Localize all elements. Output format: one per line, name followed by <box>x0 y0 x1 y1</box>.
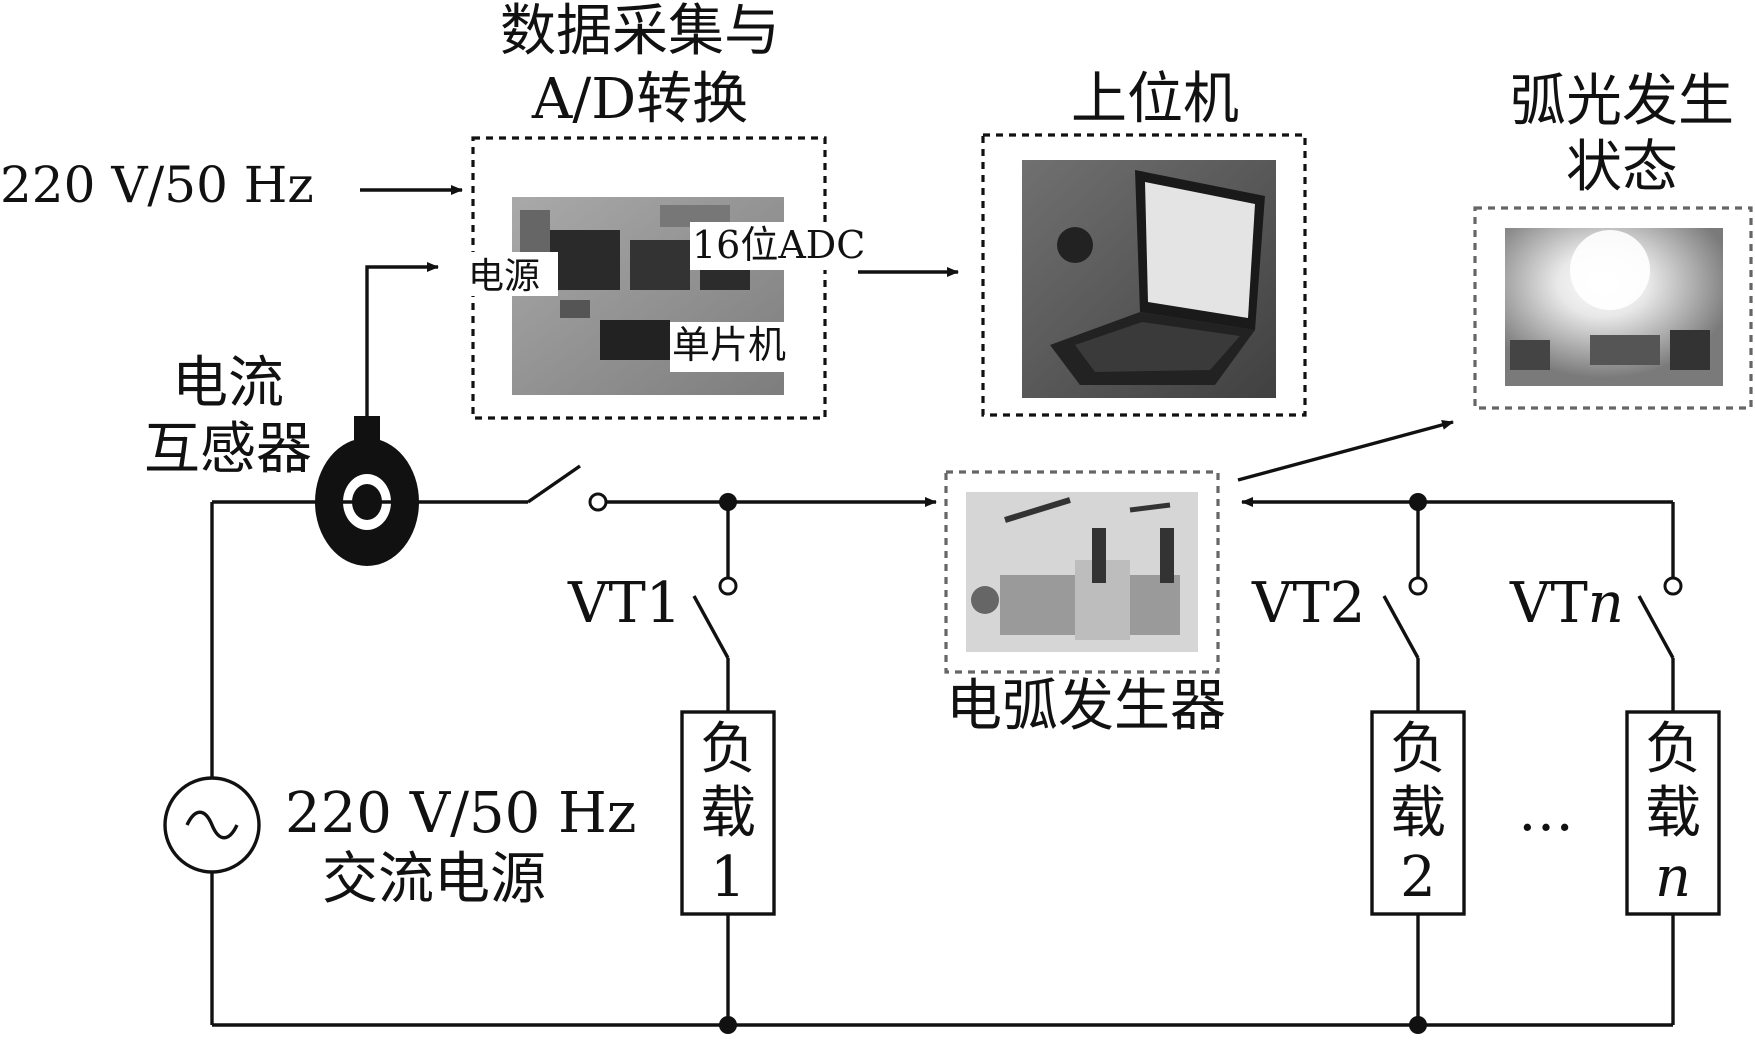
adc-label-bg <box>690 222 860 270</box>
load-1-box <box>680 710 776 916</box>
host-computer-title: 上位机 <box>1071 67 1239 132</box>
load-n-line3: n <box>1655 845 1691 910</box>
adc-label: 16位ADC <box>692 223 865 267</box>
load-2-box <box>1370 710 1466 916</box>
arc-generator-box <box>944 470 1220 674</box>
load-n-line1: 负 <box>1645 717 1701 782</box>
ac-source-symbol <box>163 776 261 874</box>
arc-state-box <box>1473 206 1753 410</box>
load-n-box <box>1625 710 1721 916</box>
main-switch-contact <box>588 492 608 512</box>
vtn-label-prefix: VT <box>1509 571 1588 636</box>
ct-signal-wire <box>365 262 439 416</box>
arc-generator-photo <box>966 492 1198 652</box>
ct-label-line2: 互感器 <box>144 417 312 482</box>
arc-generator-label: 电弧发生器 <box>946 674 1226 739</box>
vt2-contact <box>1408 576 1428 596</box>
laptop-photo <box>1022 160 1276 398</box>
vt2-label: VT2 <box>1251 571 1365 636</box>
load-n-line2: 载 <box>1645 781 1701 846</box>
load-1-line1: 负 <box>700 717 756 782</box>
vt1-blade <box>692 595 730 659</box>
vt1-contact <box>718 576 738 596</box>
generator-to-state-arrow <box>1237 420 1454 482</box>
load-1-line3: 1 <box>710 845 746 910</box>
mcu-label-bg <box>670 322 810 372</box>
arc-state-title-line1: 弧光发生 <box>1510 69 1734 134</box>
vtn-blade <box>1637 595 1675 659</box>
ct-label-line1: 电流 <box>172 351 284 416</box>
host-computer-box <box>981 133 1307 417</box>
load-2-line2: 载 <box>1390 781 1446 846</box>
vt1-label: VT1 <box>567 571 681 636</box>
vtn-label: VTn <box>1509 571 1624 636</box>
daq-power-label: 电源 <box>468 256 540 297</box>
input-voltage-label: 220 V/50 Hz <box>0 156 314 214</box>
power-label-bg <box>462 252 558 296</box>
vtn-contact <box>1663 576 1683 596</box>
daq-title-line1: 数据采集与 <box>500 0 780 64</box>
mcu-label: 单片机 <box>672 323 786 367</box>
branch-ellipsis: … <box>1518 779 1574 844</box>
vt2-blade <box>1382 595 1420 659</box>
arc-flash-photo <box>1505 228 1723 386</box>
load-2-line3: 2 <box>1400 845 1436 910</box>
ac-source-label-line2: 交流电源 <box>322 847 546 912</box>
load-1-line2: 载 <box>700 781 756 846</box>
arc-state-title-line2: 状态 <box>1566 135 1678 200</box>
main-switch-blade <box>527 464 581 504</box>
current-transformer-icon <box>315 416 419 566</box>
ac-source-label-line1: 220 V/50 Hz <box>285 781 636 846</box>
daq-title-line2: A/D转换 <box>531 67 748 132</box>
junction-bottom-1 <box>719 1016 737 1034</box>
vtn-label-suffix: n <box>1588 571 1624 636</box>
load-2-line1: 负 <box>1390 717 1446 782</box>
junction-bottom-2 <box>1409 1016 1427 1034</box>
